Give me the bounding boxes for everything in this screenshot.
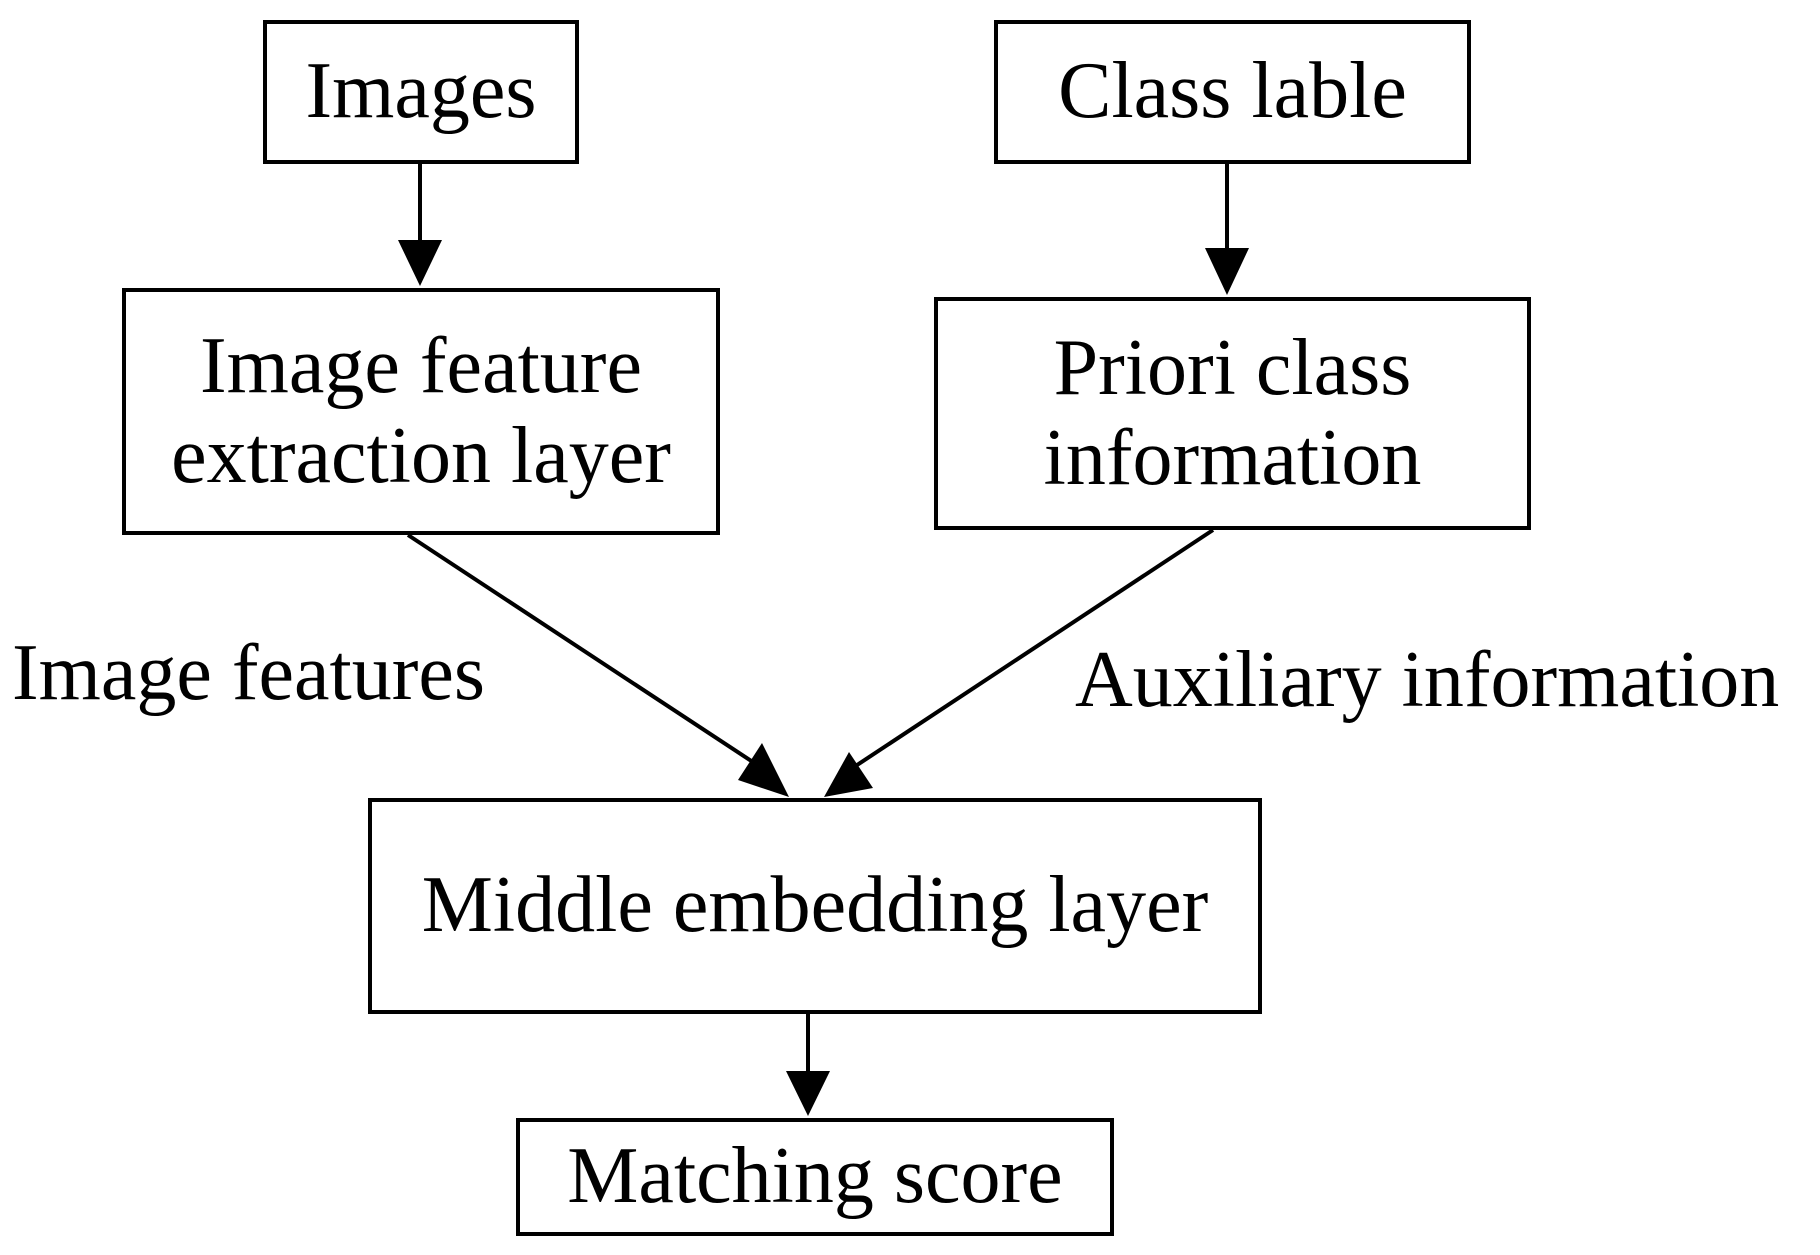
node-middle-label: Middle embedding layer [421, 861, 1209, 950]
node-matching-score: Matching score [516, 1118, 1114, 1236]
node-images: Images [263, 20, 579, 164]
node-priori-line2: information [1043, 413, 1422, 502]
edge-label-auxiliary-information: Auxiliary information [1075, 636, 1780, 724]
node-images-label: Images [305, 47, 537, 136]
node-class-label-text: Class lable [1058, 47, 1407, 136]
arrowhead-priori-to-middle [824, 752, 873, 797]
node-score-label: Matching score [567, 1132, 1063, 1221]
arrowhead-images-to-feature [398, 240, 442, 286]
node-priori-line1: Priori class [1053, 323, 1412, 412]
arrowhead-middle-to-score [786, 1071, 830, 1116]
node-feature-extraction-line2: extraction layer [171, 411, 671, 500]
arrow-feature-to-middle [406, 533, 767, 772]
edge-label-image-features: Image features [12, 629, 486, 717]
node-priori-class-information: Priori class information [934, 297, 1531, 530]
arrowhead-class-to-priori [1205, 248, 1249, 295]
node-feature-extraction-line1: Image feature [200, 321, 642, 410]
arrow-priori-to-middle [846, 528, 1215, 773]
node-class-label: Class lable [994, 20, 1471, 164]
node-middle-embedding: Middle embedding layer [368, 798, 1262, 1014]
arrowhead-feature-to-middle [738, 743, 789, 797]
node-feature-extraction: Image feature extraction layer [122, 288, 720, 535]
